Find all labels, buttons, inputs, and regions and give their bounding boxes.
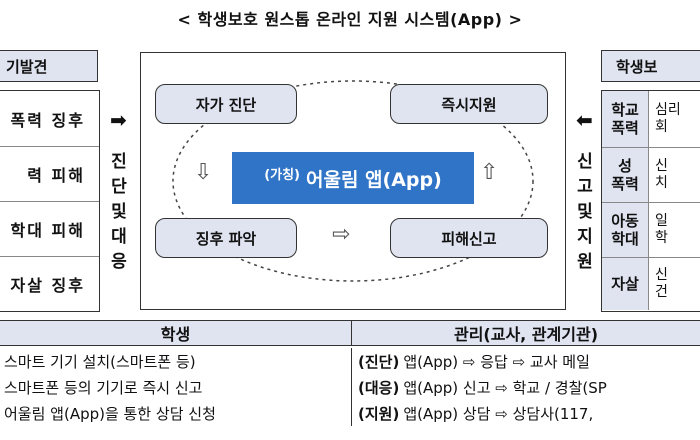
- left-panel: 폭력 징후 력 피해 학대 피해 자살 징후: [0, 90, 100, 312]
- manage-text: 앱(App) 신고 ⇨ 학교 / 경찰(SP: [403, 378, 607, 397]
- arrow-right-icon: ⇨: [332, 222, 351, 247]
- category-line: 학대: [611, 230, 639, 248]
- left-item: 자살 징후: [0, 256, 99, 311]
- app-prefix: (가칭): [264, 167, 300, 183]
- step-label: 즉시지원: [441, 95, 497, 114]
- manage-tag: (진단): [358, 352, 400, 371]
- desc-line: 회: [655, 119, 668, 135]
- category-line: 폭력: [611, 119, 639, 137]
- manage-header: 관리(교사, 관계기관): [351, 321, 700, 345]
- dashed-cycle-ellipse: [172, 80, 534, 282]
- vertical-char: 및: [111, 202, 127, 222]
- arrow-down-icon: ⇩: [194, 160, 213, 185]
- right-description: 신 건: [649, 258, 700, 310]
- student-cell: 스마트폰 등의 기기로 즉시 신고: [4, 378, 203, 397]
- category-line: 학교: [611, 101, 639, 119]
- table-row: 어울림 앱(App)을 통한 상담 신청 (지원) 앱(App) 상담 ⇨ 상담…: [0, 400, 700, 426]
- step-label: 징후 파악: [195, 229, 257, 248]
- right-pointing-arrow-icon: ➡: [110, 108, 127, 132]
- student-cell: 어울림 앱(App)을 통한 상담 신청: [4, 404, 216, 423]
- right-header-box: 학생보: [601, 50, 700, 82]
- desc-line: 건: [655, 284, 668, 300]
- vertical-char: 및: [577, 202, 593, 222]
- table-row: 스마트 기기 설치(스마트폰 등) (진단) 앱(App) ⇨ 응답 ⇨ 교사 …: [0, 348, 700, 374]
- right-vertical-label: 신 고 및 지 원: [574, 150, 596, 275]
- manage-tag: (대응): [358, 378, 400, 397]
- student-cell: 스마트 기기 설치(스마트폰 등): [4, 352, 196, 371]
- category-line: 자살: [611, 275, 639, 293]
- page-title: < 학생보호 원스톱 온라인 지원 시스템(App) >: [177, 10, 523, 29]
- vertical-char: 진: [111, 152, 127, 172]
- vertical-char: 원: [577, 252, 593, 272]
- step-damage-report: 피해신고: [390, 218, 548, 258]
- step-label: 자가 진단: [195, 95, 257, 114]
- category-line: 아동: [611, 212, 639, 230]
- app-name: 어울림 앱(App): [306, 168, 442, 191]
- left-header-box: 기발견: [0, 50, 98, 82]
- desc-line: 학: [655, 230, 668, 246]
- vertical-char: 지: [577, 227, 593, 247]
- step-immediate-support: 즉시지원: [390, 84, 548, 124]
- right-description: 심리 회: [649, 91, 700, 147]
- desc-line: 신: [655, 157, 668, 174]
- vertical-char: 응: [111, 252, 127, 272]
- right-header-label: 학생보: [616, 57, 658, 76]
- category-line: 성: [618, 157, 632, 175]
- left-pointing-arrow-icon: ⬅: [576, 108, 593, 132]
- manage-text: 앱(App) ⇨ 응답 ⇨ 교사 메일: [403, 352, 590, 371]
- manage-text: 앱(App) 상담 ⇨ 상담사(117,: [403, 404, 594, 423]
- right-description: 일 학: [649, 203, 700, 257]
- manage-tag: (지원): [358, 404, 400, 423]
- desc-line: 치: [655, 175, 668, 191]
- student-header: 학생: [160, 325, 191, 344]
- bottom-table: 학생 관리(교사, 관계기관) 스마트 기기 설치(스마트폰 등) (진단) 앱…: [0, 320, 700, 440]
- manage-cell: (지원) 앱(App) 상담 ⇨ 상담사(117,: [351, 400, 700, 426]
- vertical-char: 대: [111, 227, 127, 247]
- bottom-table-header: 학생 관리(교사, 관계기관): [0, 320, 700, 346]
- right-row: 자살 신 건: [602, 257, 700, 310]
- center-frame: [140, 52, 566, 310]
- desc-line: 신: [655, 266, 668, 283]
- desc-line: 일: [655, 212, 668, 229]
- manage-cell: (진단) 앱(App) ⇨ 응답 ⇨ 교사 메일: [351, 348, 700, 374]
- step-self-diagnosis: 자가 진단: [155, 84, 297, 124]
- step-label: 피해신고: [441, 229, 497, 248]
- left-header-label: 기발견: [6, 57, 48, 76]
- vertical-char: 고: [577, 177, 593, 197]
- vertical-char: 단: [111, 177, 127, 197]
- manage-cell: (대응) 앱(App) 신고 ⇨ 학교 / 경찰(SP: [351, 374, 700, 400]
- step-symptom-identification: 징후 파악: [155, 218, 297, 258]
- arrow-up-icon: ⇧: [480, 160, 499, 185]
- category-line: 폭력: [611, 175, 639, 193]
- left-item: 학대 피해: [0, 201, 99, 256]
- app-title-box: (가칭) 어울림 앱(App): [232, 152, 474, 204]
- left-item: 력 피해: [0, 146, 99, 201]
- right-category: 자살: [602, 258, 649, 310]
- desc-line: 심리: [655, 101, 681, 118]
- left-vertical-label: 진 단 및 대 응: [108, 150, 130, 275]
- right-description: 신 치: [649, 148, 700, 202]
- left-item: 폭력 징후: [10, 110, 85, 130]
- table-row: 스마트폰 등의 기기로 즉시 신고 (대응) 앱(App) 신고 ⇨ 학교 / …: [0, 374, 700, 400]
- vertical-char: 신: [577, 152, 593, 172]
